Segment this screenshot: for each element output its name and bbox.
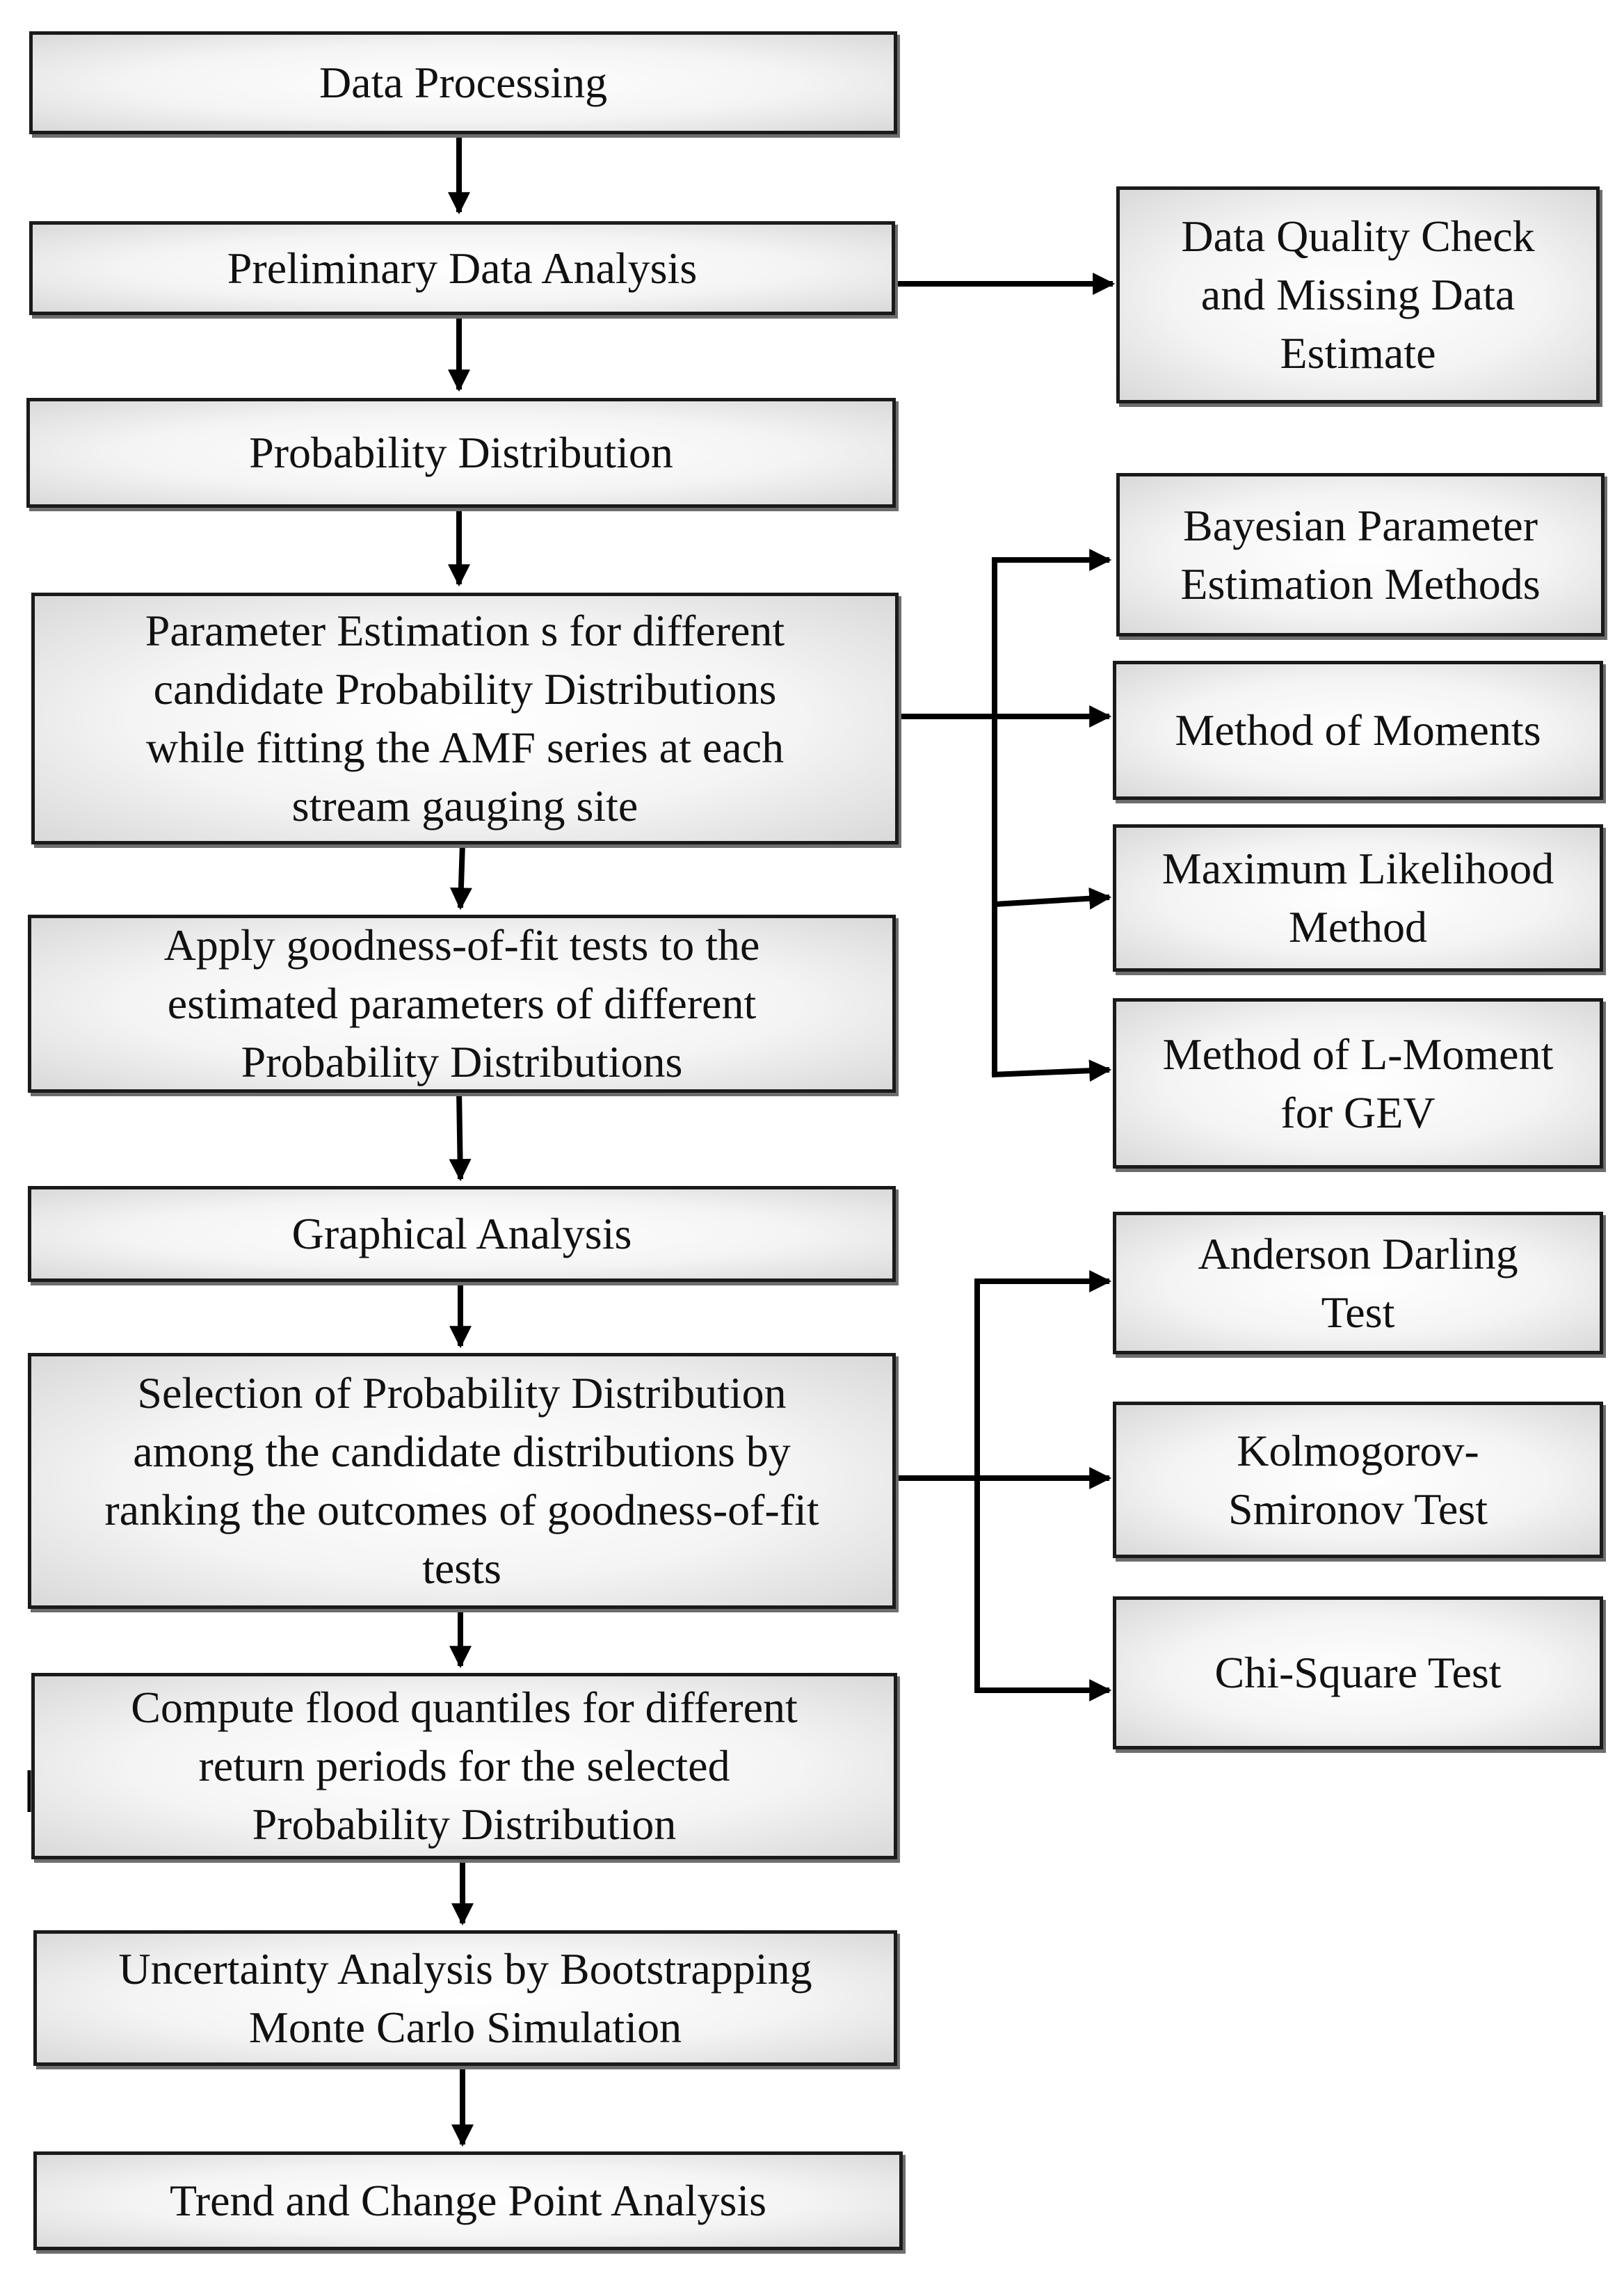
uncertainty-analysis-box: Uncertainty Analysis by Bootstrapping Mo… (33, 1930, 897, 2066)
chi-square-box: Chi-Square Test (1113, 1596, 1603, 1749)
probability-distribution-box: Probability Distribution (26, 398, 896, 508)
parameter-estimation-box: Parameter Estimation s for different can… (31, 593, 899, 844)
arrow-to-l-moment (991, 1059, 1112, 1082)
graphical-analysis-box: Graphical Analysis (28, 1186, 896, 1282)
goodness-of-fit-box: Apply goodness-of-fit tests to the estim… (28, 915, 896, 1093)
data-processing-box: Data Processing (29, 31, 897, 134)
maximum-likelihood-box: Maximum Likelihood Method (1113, 824, 1603, 972)
arrow-goodness-to-graphical (449, 1089, 472, 1182)
kolmogorov-smirnov-box: Kolmogorov- Smironov Test (1113, 1402, 1603, 1558)
preliminary-analysis-box: Preliminary Data Analysis (29, 221, 895, 315)
method-of-moments-box: Method of Moments (1113, 661, 1603, 800)
trend-analysis-box: Trend and Change Point Analysis (33, 2151, 903, 2250)
flood-quantiles-box: Compute flood quantiles for different re… (31, 1673, 897, 1859)
arrow-to-mle (994, 887, 1112, 910)
l-moment-box: Method of L-Moment for GEV (1113, 998, 1603, 1169)
arrow-estimation-to-goodness (449, 842, 472, 911)
bayesian-method-box: Bayesian Parameter Estimation Methods (1116, 473, 1605, 636)
selection-box: Selection of Probability Distribution am… (28, 1353, 896, 1609)
quality-check-box: Data Quality Check and Missing Data Esti… (1116, 186, 1600, 403)
anderson-darling-box: Anderson Darling Test (1113, 1212, 1603, 1354)
